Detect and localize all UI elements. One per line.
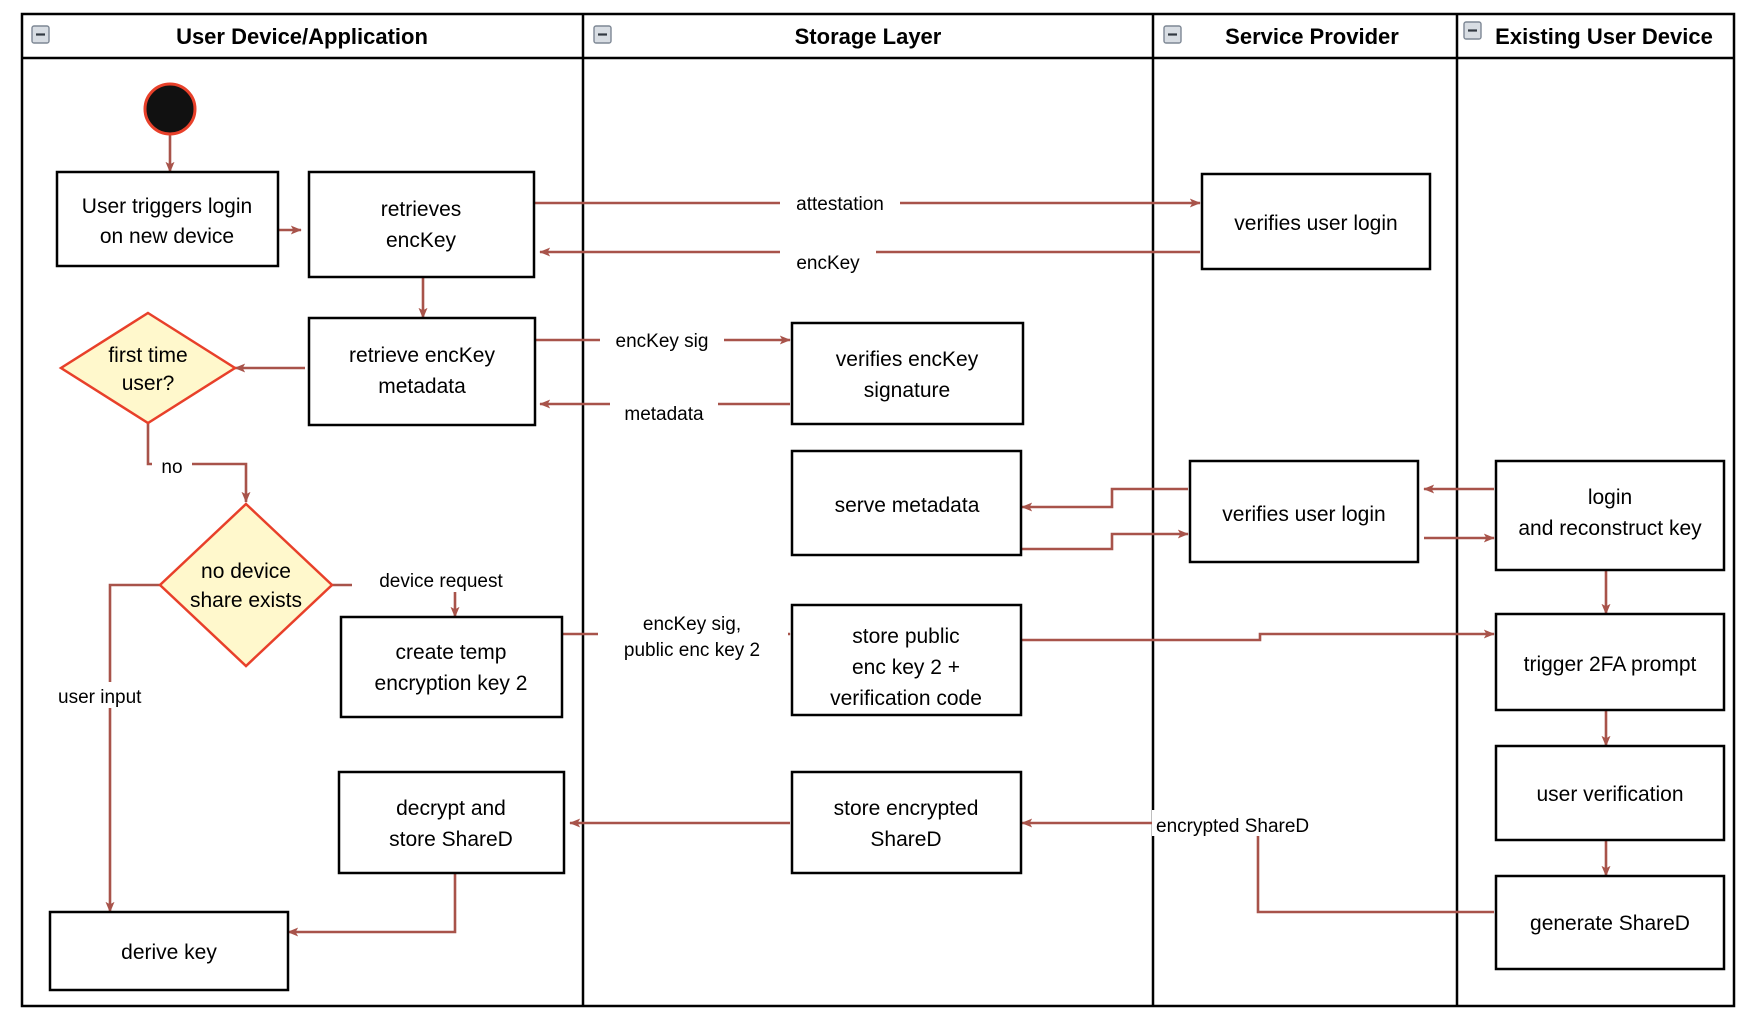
edge-label-enckey-sig-public-2: public enc key 2	[624, 640, 760, 661]
edge-n5-to-n6	[287, 873, 457, 937]
node-s3-line-2: verification code	[830, 687, 982, 710]
activity-node-n2[interactable]: retrieves encKey	[307, 170, 536, 279]
node-d1-line-1: user?	[122, 372, 175, 395]
decision-node-d1[interactable]: first time user?	[58, 311, 238, 425]
node-d2-line-0: no device	[201, 560, 291, 583]
lane-header-user-device: User Device/Application	[31, 24, 428, 49]
edge-d2-to-n6-user-input	[105, 583, 160, 913]
edge-s3-to-e2	[1022, 629, 1495, 642]
node-n1-line-0: User triggers login	[82, 195, 252, 218]
node-n2-line-1: encKey	[386, 229, 457, 252]
lane-header-existing-device: Existing User Device	[1463, 21, 1713, 49]
activity-node-n5[interactable]: decrypt and store ShareD	[337, 770, 566, 875]
edge-label-enckey-sig-public-1: encKey sig,	[643, 614, 741, 635]
node-e2-line-0: trigger 2FA prompt	[1524, 653, 1697, 676]
edge-label-no: no	[161, 457, 182, 478]
edge-label-enckey-sig: encKey sig	[616, 331, 709, 352]
minus-square-icon-storage[interactable]	[593, 25, 612, 44]
node-s4-line-0: store encrypted	[834, 797, 979, 820]
edge-label-encrypted-shared: encrypted ShareD	[1156, 816, 1309, 837]
activity-node-p2[interactable]: verifies user login	[1188, 459, 1420, 564]
lane-title-user-device: User Device/Application	[176, 24, 428, 49]
activity-node-n1[interactable]: User triggers login on new device	[55, 170, 280, 268]
node-s3-line-0: store public	[852, 625, 959, 648]
lane-header-storage: Storage Layer	[593, 24, 942, 49]
node-p1-line-0: verifies user login	[1234, 212, 1397, 235]
lane-header-service-provider: Service Provider	[1163, 24, 1399, 49]
decision-node-d2[interactable]: no device share exists	[158, 502, 334, 668]
node-n5-line-0: decrypt and	[396, 797, 506, 820]
edge-label-metadata: metadata	[624, 404, 704, 425]
activity-node-p1[interactable]: verifies user login	[1200, 172, 1432, 271]
node-s1-line-0: verifies encKey	[836, 348, 979, 371]
node-n5-line-1: store ShareD	[389, 828, 513, 851]
node-e4-line-0: generate ShareD	[1530, 912, 1690, 935]
activity-node-n6[interactable]: derive key	[48, 910, 290, 992]
edge-p2-to-s2	[1021, 487, 1188, 512]
node-s2-line-0: serve metadata	[835, 494, 980, 517]
node-n3-line-1: metadata	[378, 375, 466, 398]
edge-label-enckey: encKey	[796, 253, 860, 274]
edge-labels: attestation encKey encKey sig metadata n…	[50, 188, 1344, 837]
minus-square-icon-user-device[interactable]	[31, 25, 50, 44]
node-n3-line-0: retrieve encKey	[349, 344, 495, 367]
activity-node-s3[interactable]: store public enc key 2 + verification co…	[790, 603, 1023, 717]
activity-node-n3[interactable]: retrieve encKey metadata	[307, 316, 537, 427]
activity-node-s4[interactable]: store encrypted ShareD	[790, 770, 1023, 875]
edge-s2-to-p2	[1022, 529, 1189, 551]
activity-node-n4[interactable]: create temp encryption key 2	[339, 615, 564, 719]
start-node[interactable]	[143, 82, 197, 136]
lane-title-service-provider: Service Provider	[1225, 24, 1399, 49]
lane-title-storage: Storage Layer	[795, 24, 942, 49]
edge-e4-to-s4-encrypted-shared	[1021, 818, 1494, 914]
activity-node-s2[interactable]: serve metadata	[790, 449, 1023, 557]
node-n2-line-0: retrieves	[381, 198, 462, 221]
activity-node-e1[interactable]: login and reconstruct key	[1494, 459, 1726, 572]
node-s4-line-1: ShareD	[870, 828, 941, 851]
edge-label-device-request: device request	[379, 571, 503, 592]
minus-square-icon-service-provider[interactable]	[1163, 25, 1182, 44]
node-e1-line-0: login	[1588, 486, 1632, 509]
minus-square-icon-existing-device[interactable]	[1463, 21, 1482, 40]
node-p2-line-0: verifies user login	[1222, 503, 1385, 526]
node-d1-line-0: first time	[108, 344, 187, 367]
lane-title-existing-device: Existing User Device	[1495, 24, 1713, 49]
node-n4-line-0: create temp	[396, 641, 507, 664]
activity-node-e4[interactable]: generate ShareD	[1494, 874, 1726, 971]
edge-label-user-input: user input	[58, 687, 142, 708]
activity-node-e2[interactable]: trigger 2FA prompt	[1494, 612, 1726, 712]
edge-d1-to-d2-no	[146, 423, 251, 503]
node-e3-line-0: user verification	[1536, 783, 1683, 806]
node-n4-line-1: encryption key 2	[375, 672, 528, 695]
node-n6-line-0: derive key	[121, 941, 217, 964]
node-n1-line-1: on new device	[100, 225, 234, 248]
node-s3-line-1: enc key 2 +	[852, 656, 960, 679]
swimlane-frame	[20, 12, 1736, 1008]
activity-node-e3[interactable]: user verification	[1494, 744, 1726, 842]
node-e1-line-1: and reconstruct key	[1518, 517, 1702, 540]
node-d2-line-1: share exists	[190, 589, 302, 612]
edge-label-attestation: attestation	[796, 194, 884, 215]
activity-node-s1[interactable]: verifies encKey signature	[790, 321, 1025, 426]
node-s1-line-1: signature	[864, 379, 950, 402]
